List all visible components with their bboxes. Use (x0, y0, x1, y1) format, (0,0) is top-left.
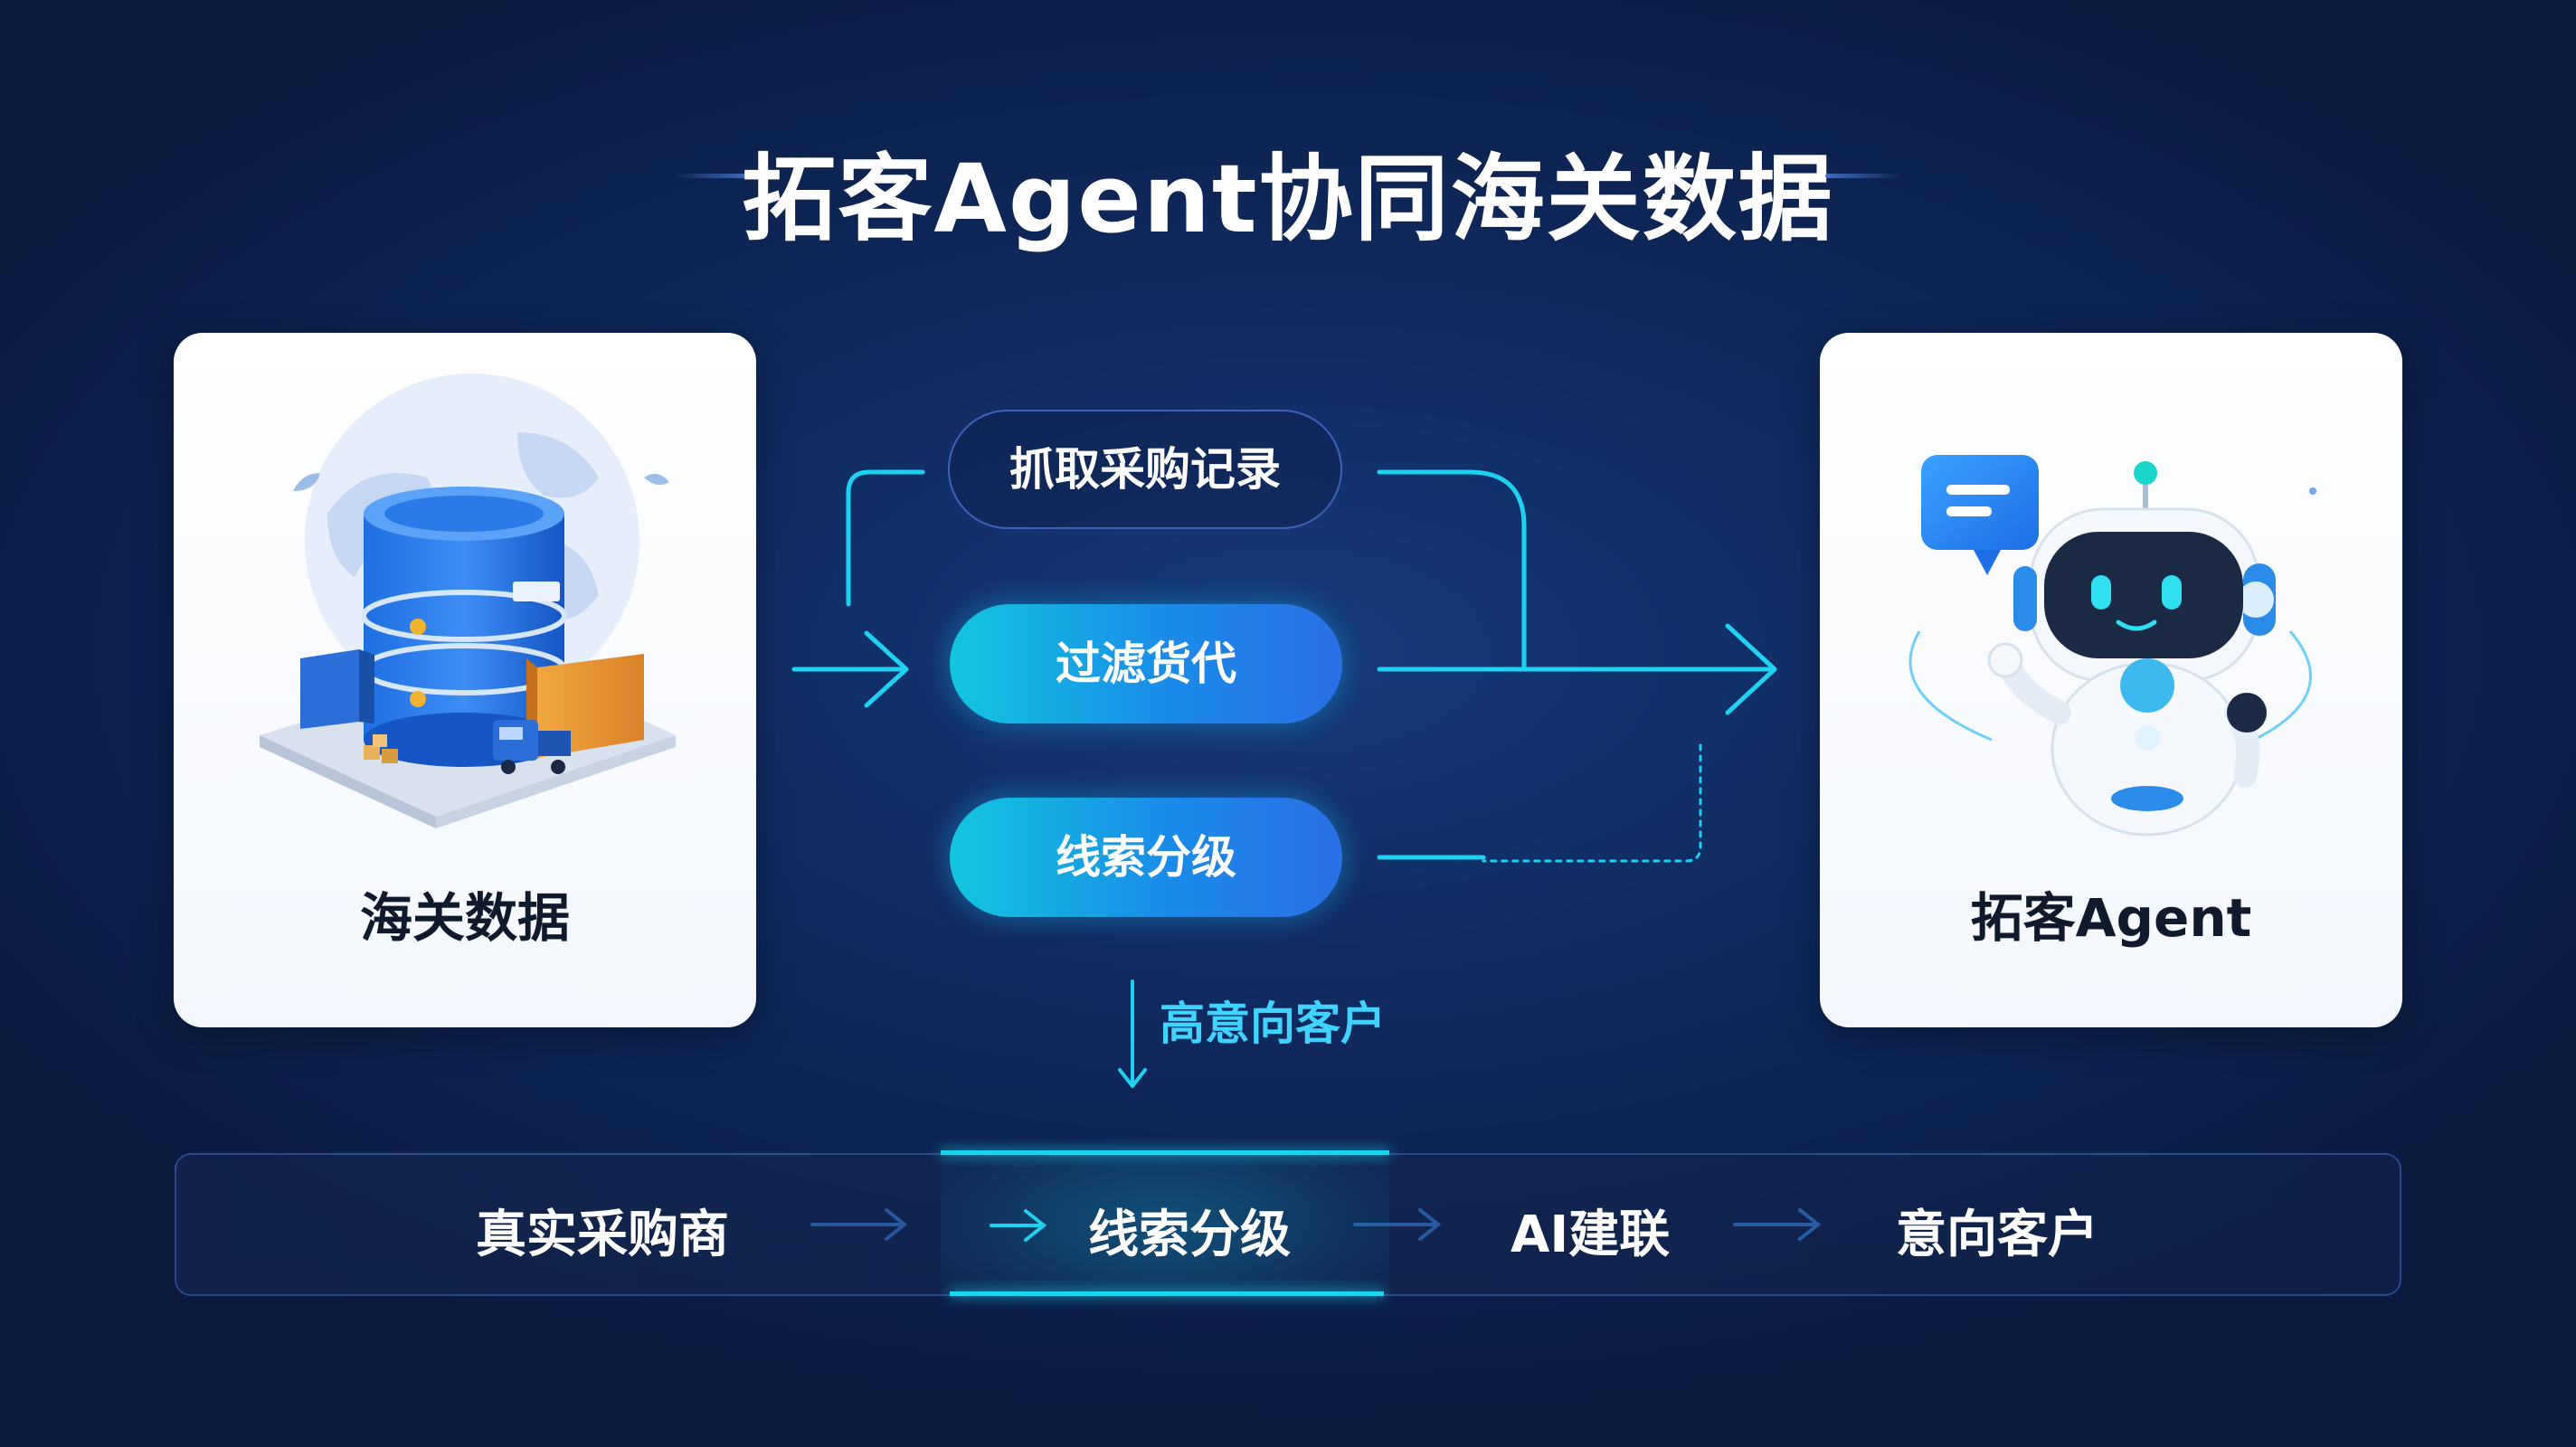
arrow-right-icon (990, 1209, 1047, 1242)
highlight-line-top (941, 1150, 1389, 1155)
agent-label: 拓客Agent (1970, 887, 2252, 949)
customs-data-label: 海关数据 (359, 887, 570, 949)
title-decor-right (1825, 174, 1901, 178)
agent-card: 拓客Agent (1820, 333, 2402, 1027)
highlight-line-bottom (950, 1291, 1384, 1296)
database-illustration-icon (260, 374, 676, 828)
pipeline-step-ai-outreach: AI建联 (1511, 1206, 1671, 1264)
pipeline-step-lead-grading: 线索分级 (1088, 1206, 1291, 1264)
step-fetch-records: 抓取采购记录 (948, 410, 1342, 529)
page-title: 拓客Agent协同海关数据 (742, 144, 1834, 254)
step-filter-forwarders: 过滤货代 (950, 604, 1342, 724)
pipeline-step-intent-customers: 意向客户 (1896, 1206, 2098, 1264)
title-decor-left (674, 174, 750, 178)
step-lead-grading: 线索分级 (950, 798, 1342, 917)
output-label: 高意向客户 (1160, 998, 1386, 1050)
customs-data-card: 海关数据 (174, 333, 756, 1027)
robot-illustration-icon (1908, 455, 2316, 837)
pipeline-step-real-buyers: 真实采购商 (476, 1206, 729, 1264)
